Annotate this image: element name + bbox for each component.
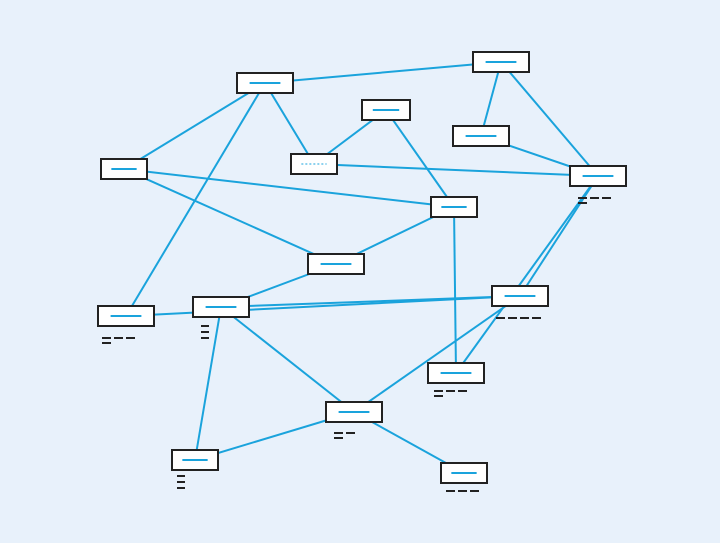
edge-n7-n13 bbox=[453, 206, 457, 374]
node-caption-marks bbox=[434, 390, 467, 397]
edge-n1-n5 bbox=[264, 61, 502, 84]
node-caption-marks bbox=[578, 197, 611, 204]
edge-n3-n9 bbox=[313, 163, 599, 177]
edge-n5-n6 bbox=[480, 61, 502, 137]
node-n13[interactable] bbox=[427, 362, 485, 397]
node-n7[interactable] bbox=[430, 196, 478, 218]
node-n3[interactable] bbox=[290, 153, 338, 175]
node-n9[interactable] bbox=[569, 165, 627, 204]
edge-n1-n3 bbox=[264, 82, 315, 165]
node-n1[interactable] bbox=[236, 72, 294, 94]
edge-n12-n14 bbox=[353, 295, 521, 413]
edge-n9-n12 bbox=[519, 175, 599, 297]
node-layer bbox=[97, 51, 627, 492]
node-n5[interactable] bbox=[472, 51, 530, 73]
node-n14[interactable] bbox=[325, 401, 383, 439]
edge-n4-n7 bbox=[385, 109, 455, 208]
edge-n2-n7 bbox=[123, 168, 455, 208]
edge-n2-n8 bbox=[123, 168, 337, 265]
node-n8[interactable] bbox=[307, 253, 365, 275]
edge-n5-n9 bbox=[500, 61, 599, 177]
node-caption-marks bbox=[334, 432, 355, 439]
node-caption-marks bbox=[102, 337, 135, 344]
node-n2[interactable] bbox=[100, 158, 148, 180]
edge-n10-n14 bbox=[220, 306, 355, 413]
edge-n9-n13 bbox=[455, 175, 599, 374]
edge-n1-n11 bbox=[125, 82, 266, 317]
edge-n10-n15 bbox=[194, 306, 222, 461]
edge-n11-n12 bbox=[125, 295, 521, 317]
node-n16[interactable] bbox=[440, 462, 488, 492]
node-caption-marks bbox=[177, 475, 185, 489]
edge-n1-n2 bbox=[123, 82, 266, 170]
node-n6[interactable] bbox=[452, 125, 510, 147]
node-n11[interactable] bbox=[97, 305, 155, 344]
node-n4[interactable] bbox=[361, 99, 411, 121]
node-caption-marks bbox=[201, 325, 209, 339]
node-n12[interactable] bbox=[491, 285, 549, 319]
node-n10[interactable] bbox=[192, 296, 250, 339]
node-n15[interactable] bbox=[171, 449, 219, 489]
